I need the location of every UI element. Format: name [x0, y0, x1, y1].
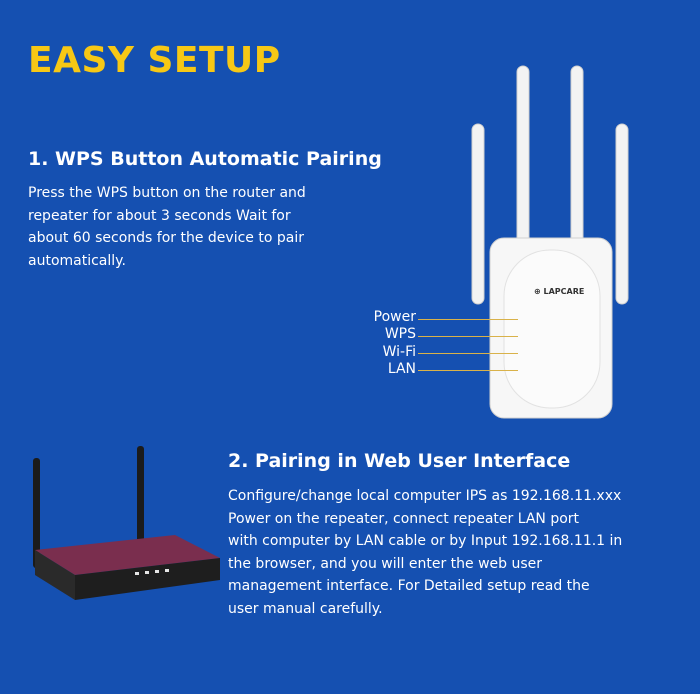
pointer-line — [418, 319, 518, 320]
text-line: Power on the repeater, connect repeater … — [228, 510, 580, 527]
step1-text: Press the WPS button on the router and r… — [28, 182, 306, 272]
text-line: management interface. For Detailed setup… — [228, 578, 590, 594]
indicator-wifi: Wi-Fi — [382, 344, 416, 360]
repeater-image: ⊕ LAPCARE — [471, 65, 629, 419]
text-line: Configure/change local computer IPS as 1… — [228, 488, 622, 504]
text-line: about 60 seconds for the device to pair — [28, 230, 304, 246]
text-line: with computer by LAN cable or by Input 1… — [228, 533, 623, 549]
pointer-line — [418, 336, 518, 337]
indicator-wps: WPS — [384, 326, 416, 342]
text-line: repeater for about 3 seconds Wait for — [28, 207, 291, 224]
step2-heading: 2. Pairing in Web User Interface — [228, 450, 571, 472]
page-title: EASY SETUP — [28, 40, 281, 81]
indicator-lan: LAN — [387, 361, 416, 377]
pointer-line — [418, 353, 518, 354]
step2-text: Configure/change local computer IPS as 1… — [228, 485, 622, 620]
text-line: automatically. — [28, 252, 126, 269]
text-line: Press the WPS button on the router and — [28, 185, 306, 201]
text-line: the browser, and you will enter the web … — [228, 555, 543, 572]
step1-heading: 1. WPS Button Automatic Pairing — [28, 148, 382, 170]
indicator-power: Power — [373, 309, 416, 325]
router-image — [33, 446, 220, 600]
text-line: user manual carefully. — [228, 600, 383, 617]
pointer-line — [418, 370, 518, 371]
brand-logo: ⊕ LAPCARE — [534, 287, 584, 296]
